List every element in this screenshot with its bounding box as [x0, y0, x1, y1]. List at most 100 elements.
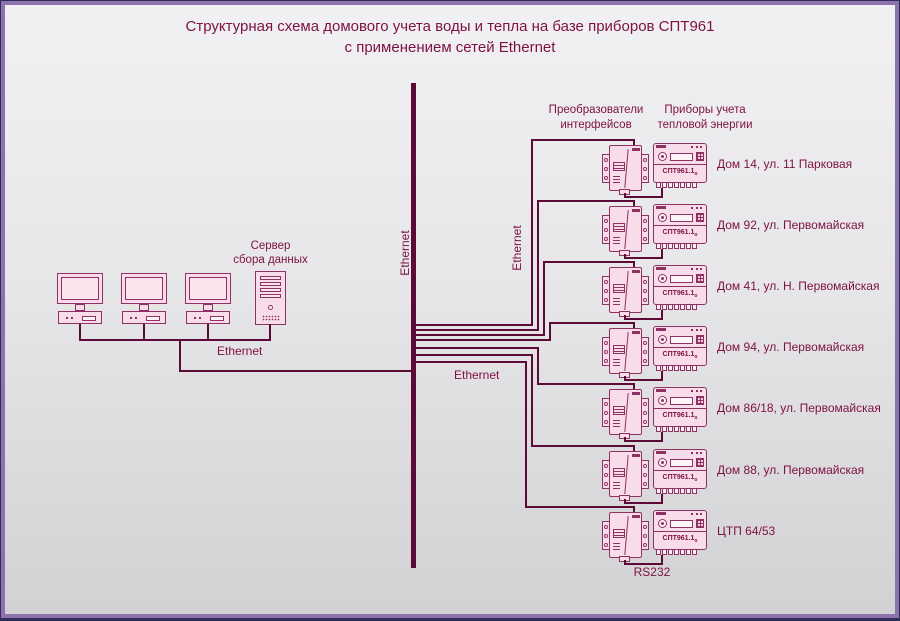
wire-drop [207, 324, 209, 340]
address-label: Дом 88, ул. Первомайская [717, 463, 865, 477]
meter-keypad-icon [696, 519, 704, 528]
converter-terminals-right [641, 337, 649, 366]
server-power-button [268, 305, 273, 310]
wire-row-line [531, 139, 635, 141]
wire-rs232-down [624, 254, 626, 259]
converter-brand-mark [632, 515, 640, 518]
meter-top-marks [691, 207, 693, 209]
system-unit-icon [58, 311, 102, 324]
meter-divider [654, 470, 706, 471]
ethernet-trunk [411, 83, 416, 568]
converter-fineprint [613, 543, 620, 550]
meter-terminals [656, 365, 706, 371]
diagram-canvas: Структурная схема домового учета воды и … [5, 5, 895, 614]
meter-top-marks [691, 513, 693, 515]
converter-text-block [613, 284, 625, 293]
converter-text-block [613, 162, 625, 171]
meter-display [670, 520, 693, 528]
unit-led [199, 317, 201, 319]
server-slot [260, 288, 281, 292]
wire-row-line [537, 383, 635, 385]
meter-knob-icon [658, 213, 667, 222]
interface-converter [602, 206, 649, 256]
monitor-stand [75, 304, 85, 311]
address-label: Дом 86/18, ул. Первомайская [717, 401, 881, 415]
converter-terminals-right [641, 460, 649, 489]
meter-body [653, 204, 707, 244]
converter-fineprint [613, 237, 620, 244]
spt961-meter: СПТ961.1о [653, 449, 707, 495]
wire-rs232-up [661, 494, 663, 504]
meter-brand-mark [656, 512, 666, 515]
wire-drop [269, 324, 271, 340]
spt961-meter: СПТ961.1о [653, 387, 707, 433]
wire-converter-entry [633, 445, 635, 452]
meter-brand-mark [656, 145, 666, 148]
converter-terminals-left [602, 154, 610, 183]
address-label: Дом 14, ул. 11 Парковая [717, 157, 853, 171]
wire-rs232-up [661, 310, 663, 320]
monitor-stand [139, 304, 149, 311]
converter-fineprint [613, 420, 620, 427]
wire-riser [531, 139, 533, 326]
server-vents [262, 315, 280, 321]
meter-top-marks [691, 268, 693, 270]
meter-divider [654, 347, 706, 348]
meter-keypad-icon [696, 396, 704, 405]
wire-converter-entry [633, 506, 635, 513]
wire-rs232-down [624, 499, 626, 504]
wire-row-line [525, 506, 635, 508]
converter-terminals-left [602, 460, 610, 489]
meter-body [653, 387, 707, 427]
spt961-meter: СПТ961.1о [653, 265, 707, 311]
converter-text-block [613, 406, 625, 415]
meter-top-marks [691, 329, 693, 331]
unit-led [66, 317, 68, 319]
meter-display [670, 214, 693, 222]
meter-keypad-icon [696, 335, 704, 344]
meter-display [670, 153, 693, 161]
meter-divider [654, 408, 706, 409]
address-label: Дом 94, ул. Первомайская [717, 340, 865, 354]
wire-rs232-across [624, 318, 663, 320]
monitor-screen [125, 277, 163, 300]
converter-terminals-left [602, 398, 610, 427]
server-slot [260, 294, 281, 298]
wire-rs232-across [624, 563, 663, 565]
wire-drop [143, 324, 145, 340]
trunk-vertical-label: Ethernet [398, 230, 412, 276]
meter-display [670, 336, 693, 344]
meter-model-label: СПТ961.1о [662, 229, 698, 238]
spt961-meter: СПТ961.1о [653, 204, 707, 250]
wire-feeder [179, 370, 416, 372]
wire-rs232-across [624, 379, 663, 381]
interface-converter [602, 328, 649, 378]
meter-model-label: СПТ961.1о [662, 351, 698, 360]
converter-terminals-left [602, 337, 610, 366]
left-ethernet-label: Ethernet [217, 344, 263, 358]
meter-brand-mark [656, 389, 666, 392]
converters-column-header: Преобразователи интерфейсов [536, 103, 656, 133]
converters-header-line-2: интерфейсов [560, 118, 632, 131]
mid-ethernet-label: Ethernet [454, 368, 500, 382]
spt961-meter: СПТ961.1о [653, 143, 707, 189]
monitor-screen [61, 277, 99, 300]
wire-row-line [531, 445, 635, 447]
unit-led [135, 317, 137, 319]
meter-knob-icon [658, 274, 667, 283]
meter-divider [654, 225, 706, 226]
wire-row-line [537, 200, 635, 202]
server-slot [260, 282, 281, 286]
wire-converter-entry [633, 322, 635, 329]
address-label: Дом 41, ул. Н. Первомайская [717, 279, 880, 293]
meter-top-marks [691, 146, 693, 148]
wire-fan-branch [416, 354, 533, 356]
unit-drive [146, 316, 160, 321]
monitor-icon [185, 273, 231, 304]
wire-riser [537, 347, 539, 385]
meter-top-marks [691, 390, 693, 392]
wire-fan-branch [416, 339, 551, 341]
system-unit-icon [122, 311, 166, 324]
wire-converter-entry [633, 261, 635, 268]
converter-fineprint [613, 482, 620, 489]
